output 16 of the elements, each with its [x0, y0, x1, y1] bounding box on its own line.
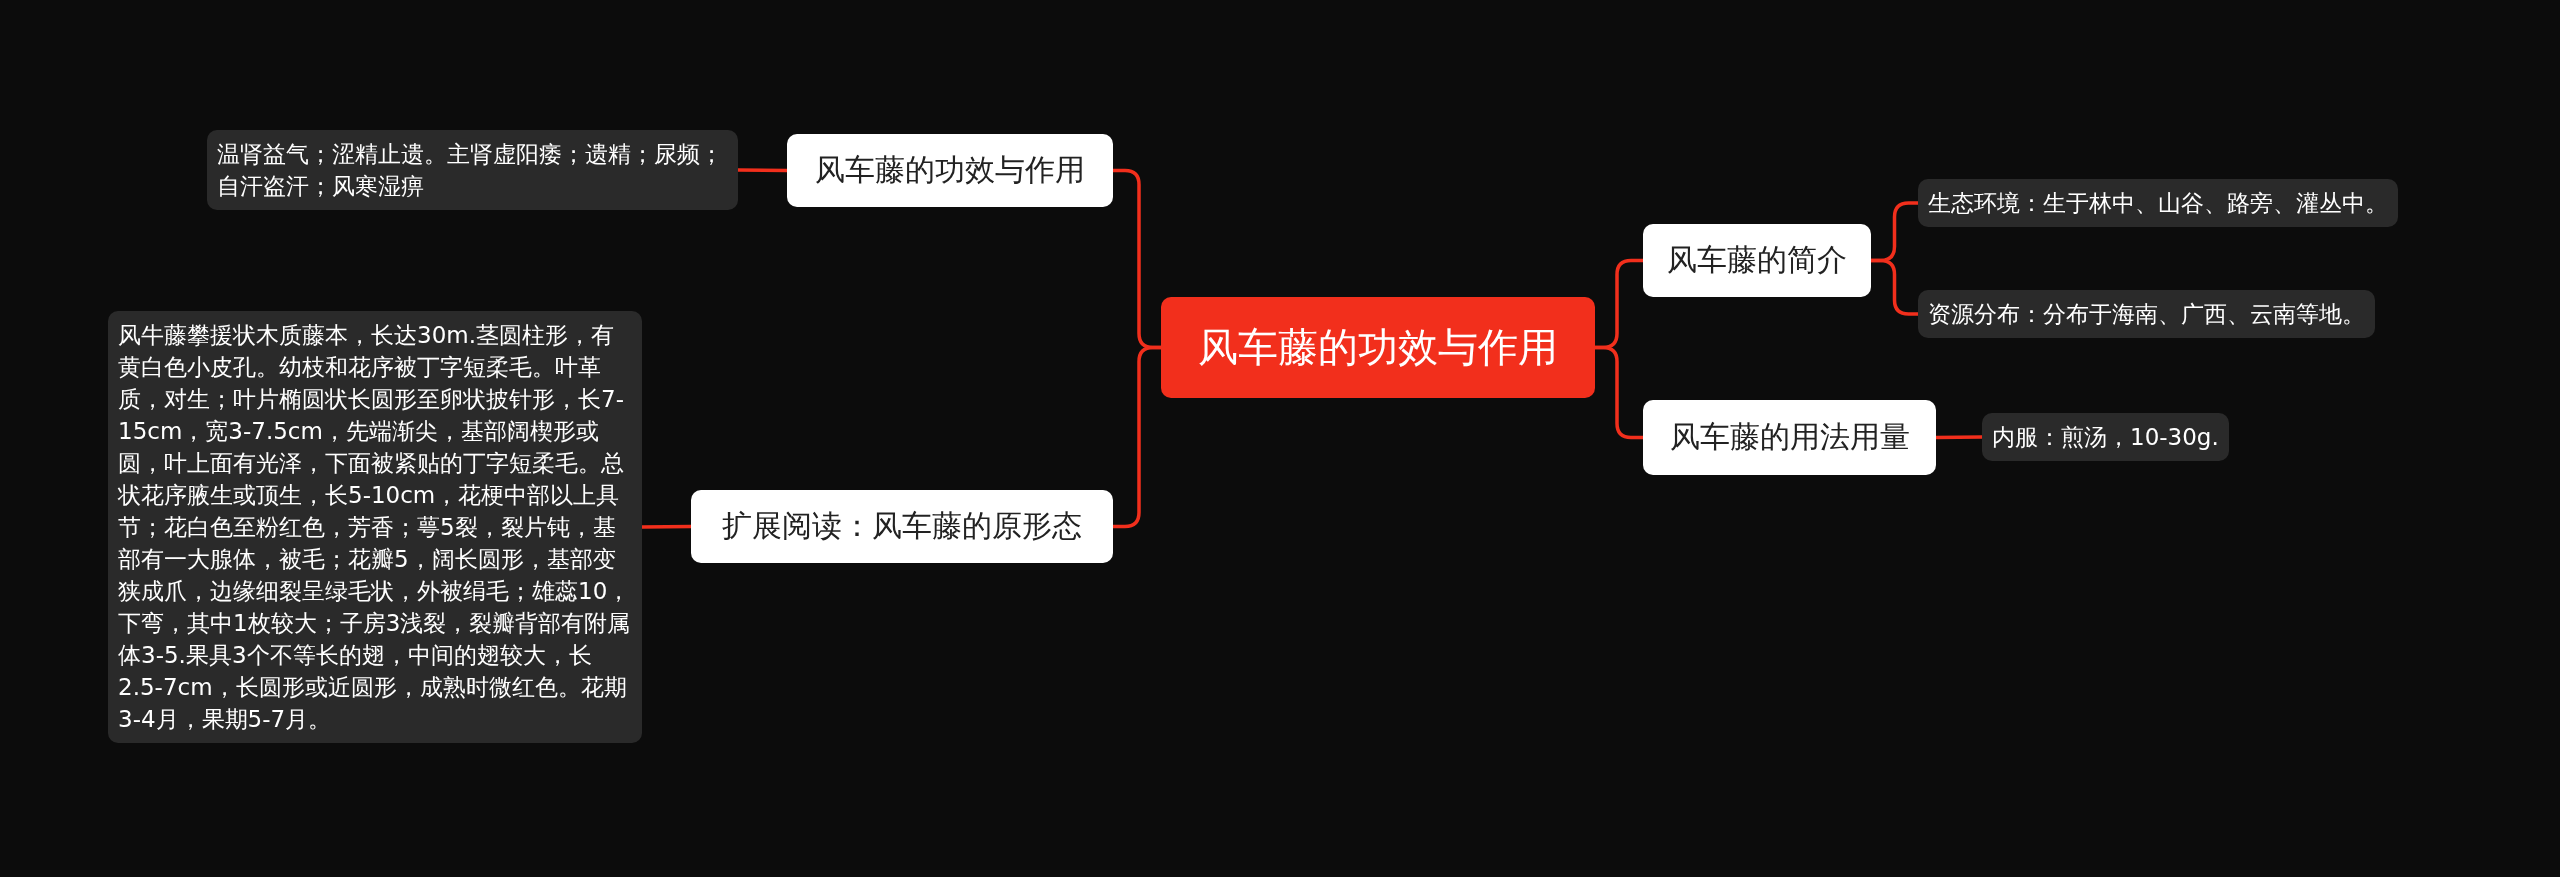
topic-box: 扩展阅读：风车藤的原形态	[691, 490, 1113, 563]
connector-line	[1871, 258, 1918, 316]
connector-line	[642, 524, 691, 529]
text-card: 资源分布：分布于海南、广西、云南等地。	[1918, 290, 2375, 338]
connector-line	[738, 168, 787, 173]
text-card: 温肾益气；涩精止遗。主肾虚阳痿；遗精；尿频；自汗盗汗；风寒湿痹	[207, 130, 738, 210]
text-card: 风牛藤攀援状木质藤本，长达30m.茎圆柱形，有黄白色小皮孔。幼枝和花序被丁字短柔毛。叶革质，对生；叶片椭圆状长圆形至卵状披针形，长7-15cm，宽3-7.5cm，先端渐尖，基部阔楔形或圆，叶上面有光泽，下面被紧贴的丁字短柔毛。总状花序腋生或顶生，长5-10cm，花梗中部以上具节；花白色至粉红色，芳香；萼5裂，裂片钝，基部有一大腺体，被毛；花瓣5，阔长圆形，基部变狭成爪，边缘细裂呈绿毛状，外被绢毛；雄蕊10，下弯，其中1枚较大；子房3浅裂，裂瓣背部有附属体3-5.果具3个不等长的翅，中间的翅较大，长2.5-7cm，长圆形或近圆形，成熟时微红色。花期3-4月，果期5-7月。	[108, 311, 642, 743]
text-card: 内服：煎汤，10-30g.	[1982, 413, 2229, 461]
connector-line	[1936, 435, 1982, 440]
topic-box: 风车藤的功效与作用	[787, 134, 1113, 207]
topic-box: 风车藤的用法用量	[1643, 400, 1936, 475]
connector-line	[1595, 345, 1643, 440]
connector-line	[1113, 345, 1161, 529]
text-card: 生态环境：生于林中、山谷、路旁、灌丛中。	[1918, 179, 2398, 227]
topic-box: 风车藤的简介	[1643, 224, 1871, 297]
root-topic-box: 风车藤的功效与作用	[1161, 297, 1595, 398]
